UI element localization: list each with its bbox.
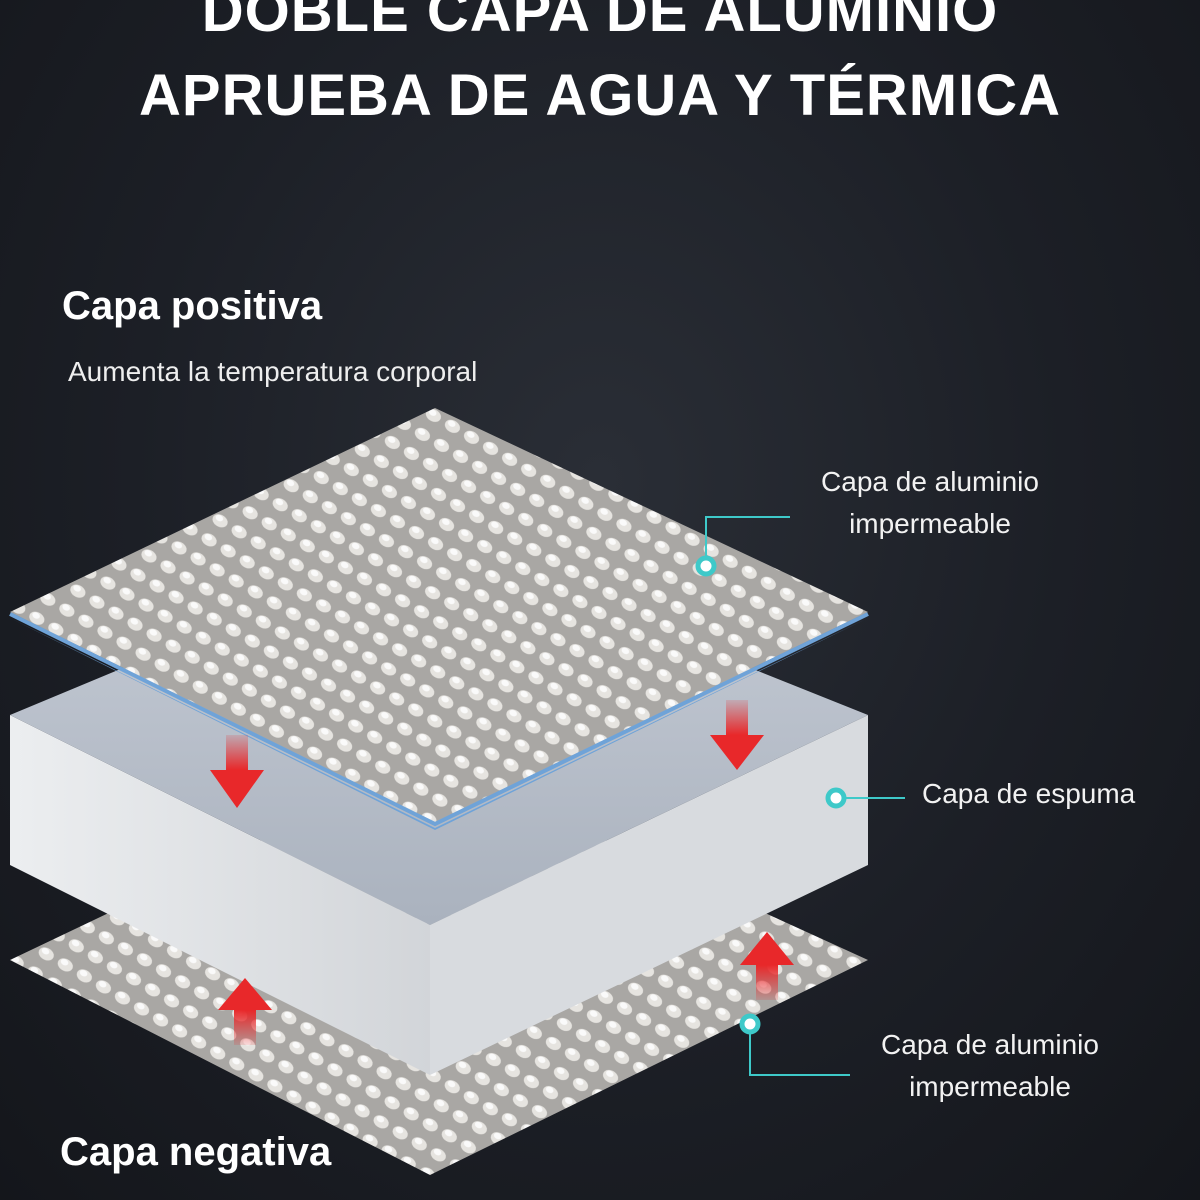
negative-layer-heading: Capa negativa (60, 1130, 332, 1174)
arrow-up-icon (218, 978, 272, 1045)
arrow-up-icon (740, 932, 794, 1000)
arrow-down-icon (710, 700, 764, 770)
title-line-1: DOBLE CAPA DE ALUMINIO (201, 0, 999, 44)
positive-layer-heading: Capa positiva (62, 284, 323, 328)
callout-label-line: impermeable (849, 508, 1011, 539)
title-line-2: APRUEBA DE AGUA Y TÉRMICA (139, 63, 1061, 128)
positive-layer-description: Aumenta la temperatura corporal (68, 356, 478, 387)
callout-pointer-middle (825, 787, 905, 809)
callout-label-top: Capa de aluminio impermeable (790, 466, 1070, 540)
callout-label-line: Capa de aluminio (881, 1029, 1099, 1060)
arrow-down-icon (210, 735, 264, 808)
callout-label-line: impermeable (909, 1071, 1071, 1102)
top-aluminum-layer (9, 408, 869, 830)
callout-pointer-bottom (739, 1013, 850, 1076)
callout-label-line: Capa de aluminio (821, 466, 1039, 497)
callout-label-middle: Capa de espuma (922, 778, 1136, 809)
callout-pointer-top (695, 516, 790, 577)
callout-label-bottom: Capa de aluminio impermeable (850, 1029, 1130, 1103)
